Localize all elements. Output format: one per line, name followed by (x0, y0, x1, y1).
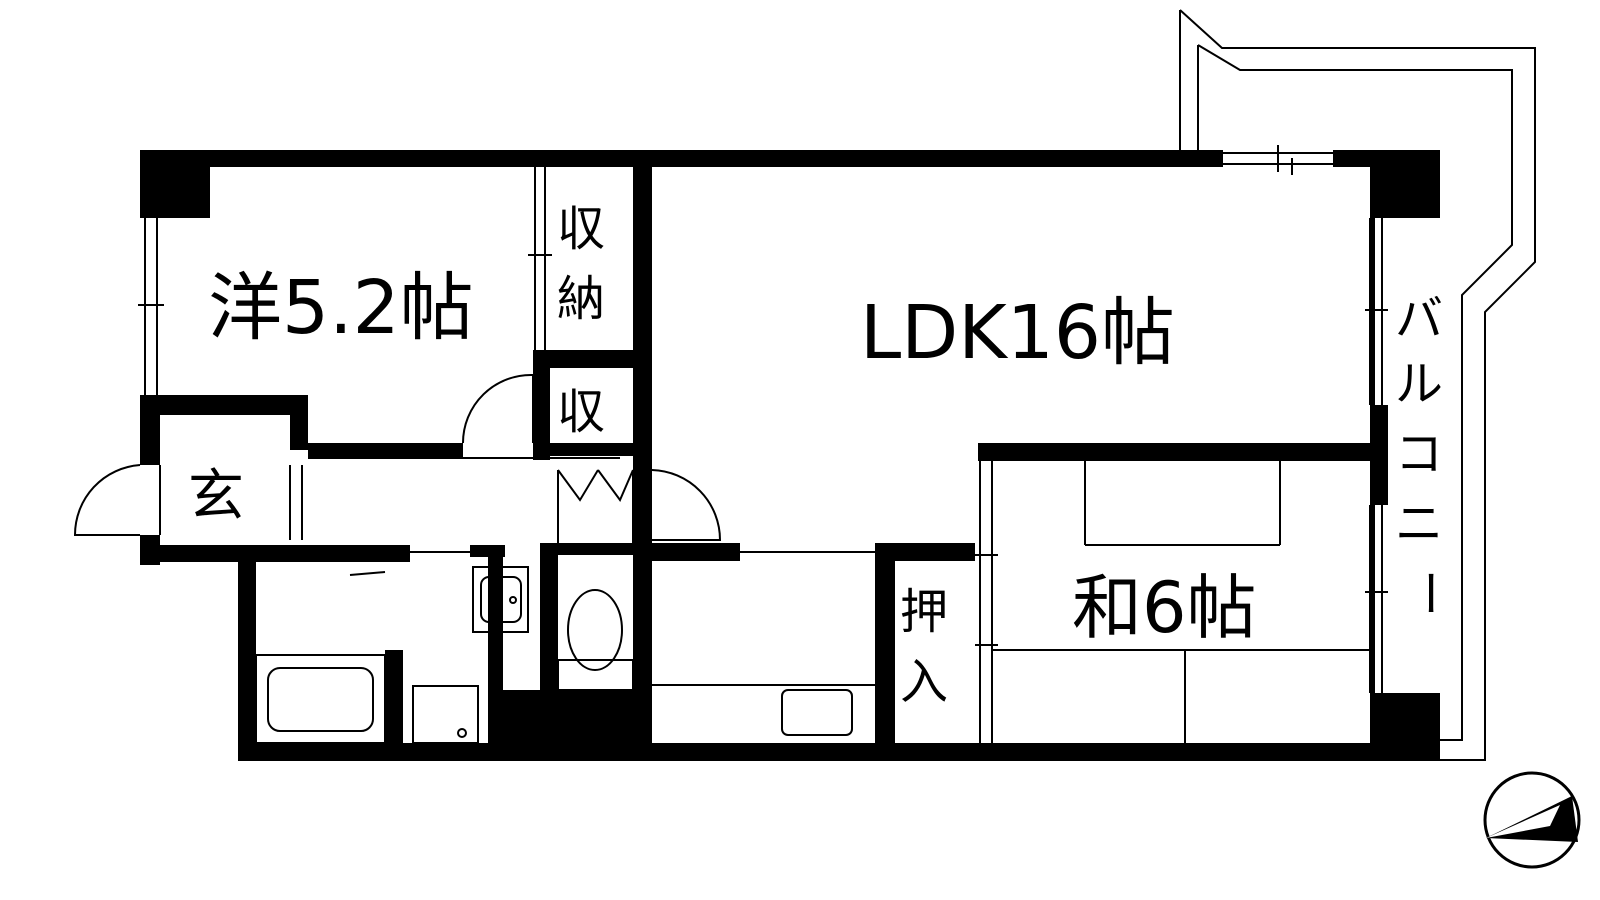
door-swings (73, 373, 722, 541)
room-label-storage-small: 収 (557, 384, 605, 440)
room-label-japanese: 和6帖 (1072, 567, 1257, 649)
compass-icon (1483, 771, 1581, 869)
balcony-outline (1179, 9, 1536, 761)
bathtub (255, 571, 386, 744)
interior-walls (385, 150, 1370, 745)
room-label-storage-top-2: 納 (557, 271, 605, 327)
balcony-char: コ (1395, 426, 1443, 482)
balcony-char: ー (1401, 569, 1457, 617)
balcony-char: バ (1395, 291, 1443, 347)
washbasin (412, 566, 529, 744)
room-label-ldk: LDK16帖 (860, 290, 1175, 376)
toilet (557, 589, 634, 691)
room-label-western: 洋5.2帖 (208, 265, 474, 351)
room-label-entrance: 玄 (188, 464, 244, 529)
outer-walls (140, 150, 1440, 761)
balcony-label: バ ル コ ニ ー (1395, 291, 1457, 617)
thin-lines (138, 145, 1388, 743)
balcony-char: ニ (1395, 496, 1443, 552)
balcony-char: ル (1395, 356, 1443, 412)
kitchen-sink (781, 689, 853, 736)
room-label-storage-top-1: 収 (557, 201, 605, 257)
room-label-oshiire-2: 入 (900, 654, 948, 710)
room-label-oshiire-1: 押 (900, 584, 948, 640)
